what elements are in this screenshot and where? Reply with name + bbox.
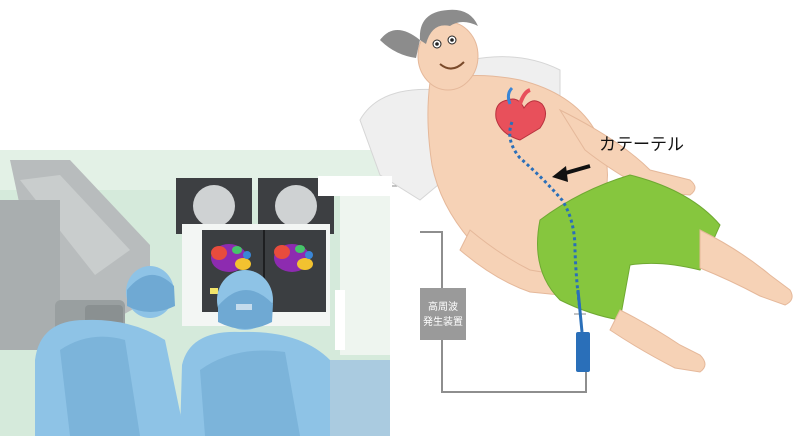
rf-generator-box: 高周波 発生装置 (420, 288, 466, 340)
catheter-handle-icon (576, 332, 590, 372)
generator-label-line1: 高周波 (420, 300, 466, 315)
generator-label-line2: 発生装置 (420, 315, 466, 330)
leg-lower (610, 310, 705, 372)
leg-upper (700, 230, 792, 305)
label-placeholder (318, 176, 392, 196)
head (380, 10, 478, 90)
catheter-label: カテーテル (599, 130, 684, 155)
